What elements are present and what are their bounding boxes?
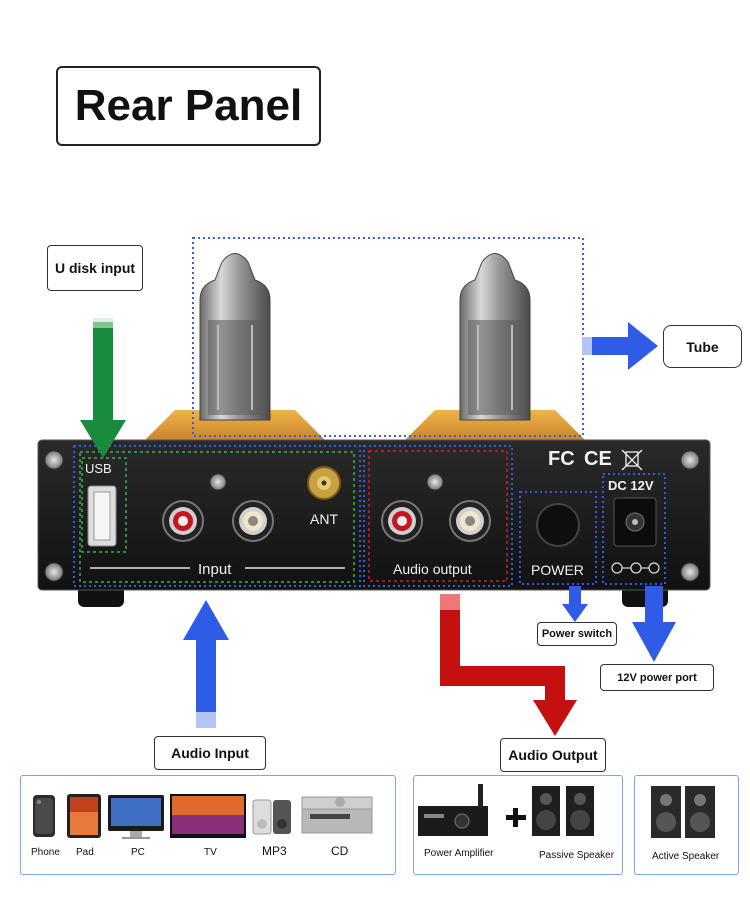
rca-input-right [232,500,274,542]
power-knob [536,503,580,547]
audio-input-arrow [183,600,229,728]
tv-image [170,794,246,838]
audio-output-callout: Audio Output [500,738,606,772]
output-red-outline [368,450,508,582]
input-region-outline [73,445,361,587]
power-label: POWER [531,562,584,578]
output-region-outline [363,445,513,587]
mp3-image [252,799,291,835]
device-label-passive-speaker: Passive Speaker [539,850,615,861]
rear-panel [37,439,711,591]
ce-mark: CE [584,448,612,470]
tube-callout: Tube [663,325,742,368]
output-devices-box [413,775,623,875]
pad-image [67,794,101,838]
device-label-active-speaker: Active Speaker [652,851,720,862]
audio-output-arrow [440,594,577,736]
ant-label: ANT [310,511,338,527]
audio-output-label: Audio output [393,561,472,577]
antenna-connector [307,466,341,500]
tube-base-left [145,410,325,440]
page-title: Rear Panel [56,66,321,146]
tube-base-right [405,410,585,440]
active-speaker-box [634,775,739,875]
dc-outline [602,473,666,585]
power-port-callout: 12V power port [600,664,714,691]
input-green-outline [79,451,355,583]
weee-icon [621,449,643,471]
rca-output-left [381,500,423,542]
polarity-icon [611,562,660,574]
power-switch-arrow [562,586,588,622]
device-label-phone: Phone [31,847,60,858]
tube-left [199,253,271,421]
phone-image [33,795,55,837]
tube-right [459,253,531,421]
u-disk-input-callout: U disk input [47,245,143,291]
rca-input-left [162,500,204,542]
device-label-pc: PC [131,847,145,858]
device-label-power-amplifier: Power Amplifier [424,848,494,859]
pc-image [108,795,164,839]
cd-player-image [301,796,373,834]
power-port-arrow [632,586,676,662]
active-speaker-image [651,786,715,838]
tube-highlight [192,237,584,437]
plus-sign [506,808,526,827]
usb-label: USB [85,461,112,476]
green-arrow [80,318,126,458]
power-amplifier-image [418,784,488,836]
tube-arrow [582,322,658,370]
usb-outline [81,457,127,553]
power-outline [519,491,597,585]
device-label-cd: CD [331,844,349,858]
dc-label: DC 12V [608,478,654,493]
power-switch-callout: Power switch [537,622,617,646]
device-label-mp3: MP3 [262,844,287,858]
fcc-mark: FC [548,448,575,470]
device-label-pad: Pad [76,847,94,858]
input-label: Input [198,561,232,578]
passive-speaker-image [532,786,594,836]
audio-input-callout: Audio Input [154,736,266,770]
input-devices-box [20,775,396,875]
device-label-tv: TV [204,847,217,858]
rca-output-right [449,500,491,542]
